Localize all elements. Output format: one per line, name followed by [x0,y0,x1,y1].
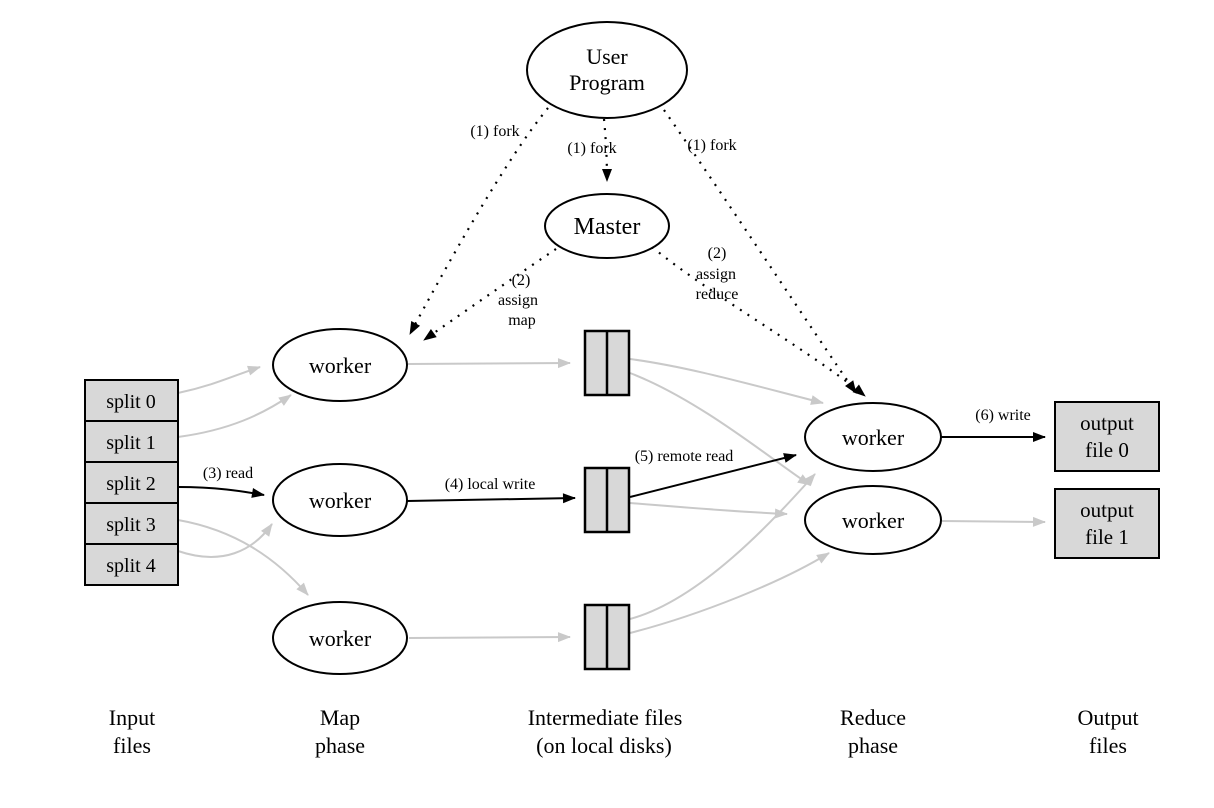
output-file-0-line1: output [1080,411,1134,435]
input-split-2: split 2 [84,461,179,504]
edge-intermediate-0-to-reduce-worker-0 [629,358,824,405]
edge-split3-to-map-worker-2 [177,519,309,596]
user-program-line1: User [586,44,628,69]
read-label: (3) read [203,465,253,482]
intermediate-file-icons [583,329,631,671]
reduce-worker-0-node: worker [804,402,942,472]
assign-map-line1: (2) [512,272,531,289]
reduce-phase-label-line1: Reduce [840,705,906,730]
reduce-worker-1-label: worker [842,508,905,533]
output-file-0-line2: file 0 [1085,438,1129,462]
intermediate-files-label-line1: Intermediate files [528,705,683,730]
map-phase-label-line1: Map [320,705,360,730]
edge-intermediate-2-to-reduce-worker-0 [629,473,816,620]
edge-read [177,486,265,498]
intermediate-file-icon-1 [583,466,631,534]
output-file-0: output file 0 [1054,401,1160,472]
edge-split4-to-map-worker-1 [177,523,273,558]
input-split-0-label: split 0 [106,391,155,413]
edge-fork-to-map-worker-0 [409,107,549,335]
fork-left-label: (1) fork [470,123,519,140]
edge-intermediate-2-to-reduce-worker-1 [629,552,830,634]
reduce-worker-1-node: worker [804,485,942,555]
edge-labels: (1) fork (1) fork (1) fork (2) assign ma… [203,123,1031,493]
edge-map-worker-2-to-intermediate-2 [408,632,571,643]
reduce-phase-label-line2: phase [848,733,898,758]
edge-assign-reduce-to-reduce-worker-0 [651,246,866,397]
map-worker-2-node: worker [272,601,408,675]
edge-reduce-worker-1-to-output-1 [941,516,1046,527]
output-files-label-line1: Output [1077,705,1138,730]
input-split-3-label: split 3 [106,514,155,536]
edge-intermediate-0-to-reduce-worker-1 [629,372,811,486]
user-program-line2: Program [569,70,645,95]
assign-reduce-line3: reduce [696,286,739,303]
edge-split1-to-map-worker-0 [177,394,292,438]
edge-fork-to-reduce-worker-0 [663,109,857,394]
black-edges [177,432,1046,504]
input-split-3: split 3 [84,502,179,545]
output-file-1-line1: output [1080,498,1134,522]
edge-remote-read [629,453,797,498]
fork-right-label: (1) fork [687,137,736,154]
input-split-1-label: split 1 [106,432,155,454]
assign-reduce-line2: assign [696,266,736,283]
input-files-label-line2: files [113,733,151,758]
input-splits: split 0 split 1 split 2 split 3 split 4 [84,379,179,586]
input-split-0: split 0 [84,379,179,422]
map-worker-1-label: worker [309,488,372,513]
local-write-label: (4) local write [445,476,536,493]
assign-map-line3: map [508,312,536,329]
dotted-edges [409,107,866,397]
edge-local-write [406,493,576,504]
intermediate-file-icon-2 [583,603,631,671]
output-file-1: output file 1 [1054,488,1160,559]
input-split-2-label: split 2 [106,473,155,495]
output-files: output file 0 output file 1 [1054,401,1160,559]
assign-reduce-line1: (2) [708,245,727,262]
input-files-label-line1: Input [109,705,155,730]
remote-read-label: (5) remote read [635,448,734,465]
map-phase-label-line2: phase [315,733,365,758]
edge-assign-map-to-map-worker-0 [423,248,557,341]
master-node: Master [544,193,670,259]
edge-split0-to-map-worker-0 [177,365,261,394]
user-program-node: User Program [526,21,688,119]
map-worker-0-node: worker [272,328,408,402]
output-file-1-line2: file 1 [1085,525,1129,549]
map-worker-1-node: worker [272,463,408,537]
write-label: (6) write [975,407,1031,424]
fork-center-label: (1) fork [567,140,616,157]
input-split-1: split 1 [84,420,179,463]
map-worker-2-label: worker [309,626,372,651]
input-split-4-label: split 4 [106,555,155,577]
intermediate-file-icon-0 [583,329,631,397]
intermediate-files-label-line2: (on local disks) [536,733,672,758]
output-files-label-line2: files [1089,733,1127,758]
assign-map-line2: assign [498,292,538,309]
map-worker-0-label: worker [309,353,372,378]
reduce-worker-0-label: worker [842,425,905,450]
gray-edges [177,358,1046,643]
edge-map-worker-0-to-intermediate-0 [407,358,571,369]
edge-intermediate-1-to-reduce-worker-1 [629,502,788,519]
input-split-4: split 4 [84,543,179,586]
master-label: Master [574,214,641,240]
phase-labels: Input files Map phase Intermediate files… [109,705,1139,758]
